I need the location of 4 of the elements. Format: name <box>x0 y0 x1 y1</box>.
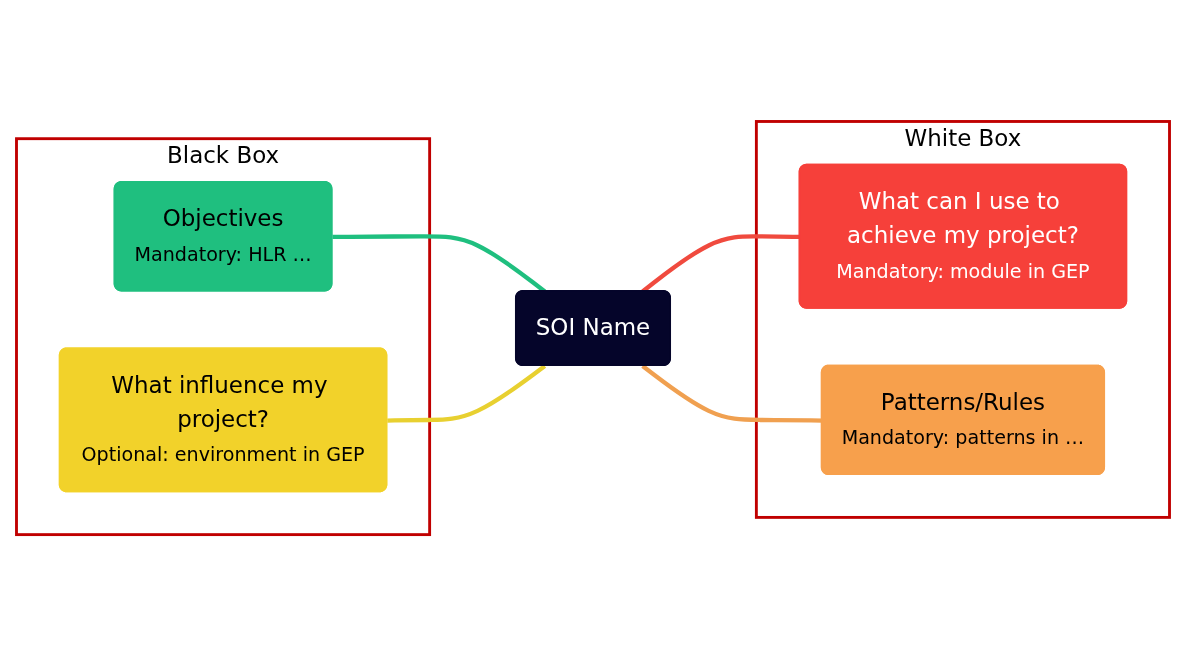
cluster <box>15 137 432 536</box>
cluster <box>754 120 1171 519</box>
mind-map-diagram: White Box Black Box Objectives Mandatory: HLR … What influence my project? Optional: environment in GEP What can I use to achieve my project? Mandatory: module in GEP Patterns/Rules Mandatory: patterns in … SOI Name <box>5 109 1181 547</box>
connector <box>387 364 547 423</box>
